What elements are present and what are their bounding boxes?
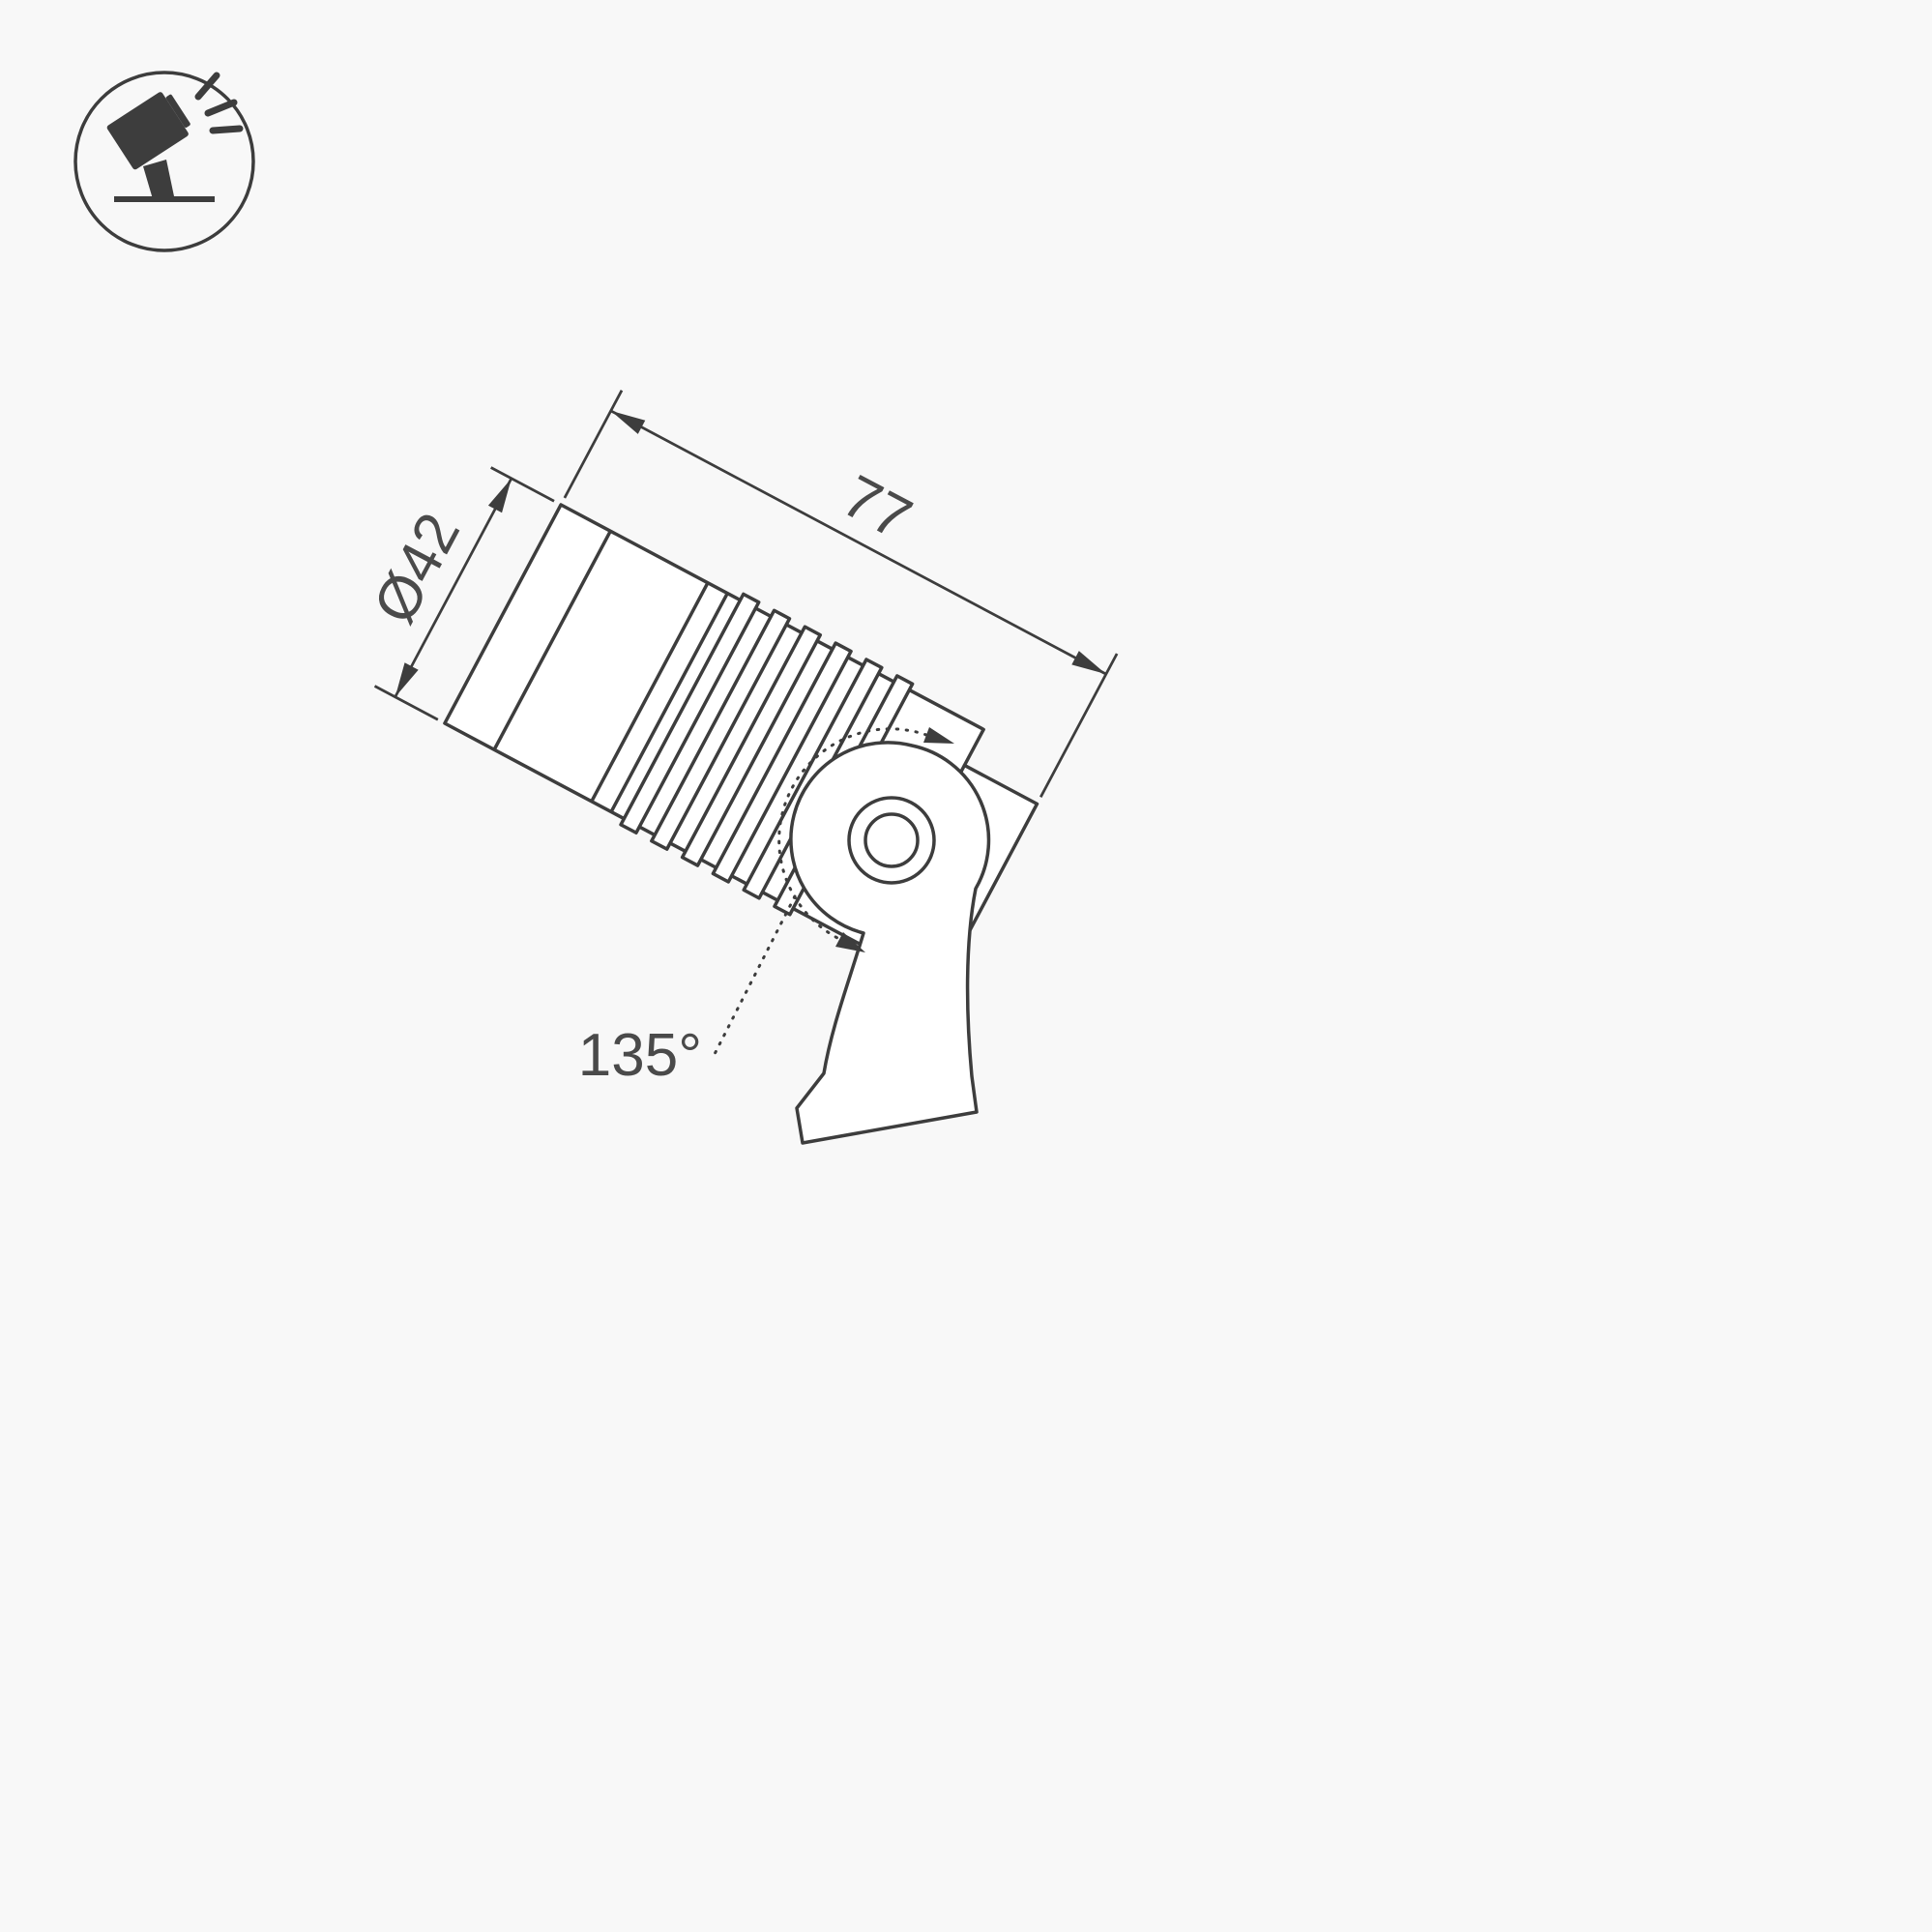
light-rays-icon: [194, 72, 244, 134]
spotlight-type-icon: [73, 71, 255, 252]
dimension-angle: 135°: [578, 727, 954, 1089]
leader-line: [712, 894, 797, 1058]
angle-label: 135°: [578, 1022, 702, 1089]
arc-arrow-bottom: [835, 932, 865, 952]
pivot-joint: [847, 796, 936, 885]
lamp-assembly: Ø42 77: [361, 390, 1119, 952]
mounting-bracket: [789, 741, 991, 1145]
stand-stem-icon: [143, 160, 174, 199]
spotlight-body-icon: [106, 92, 190, 170]
diameter-label: Ø42: [361, 503, 473, 634]
length-label: 77: [832, 463, 922, 553]
rotation-arc: [777, 727, 928, 941]
pivot-axle: [864, 812, 920, 868]
icon-circle: [73, 71, 255, 252]
arc-arrow-top: [923, 727, 954, 744]
